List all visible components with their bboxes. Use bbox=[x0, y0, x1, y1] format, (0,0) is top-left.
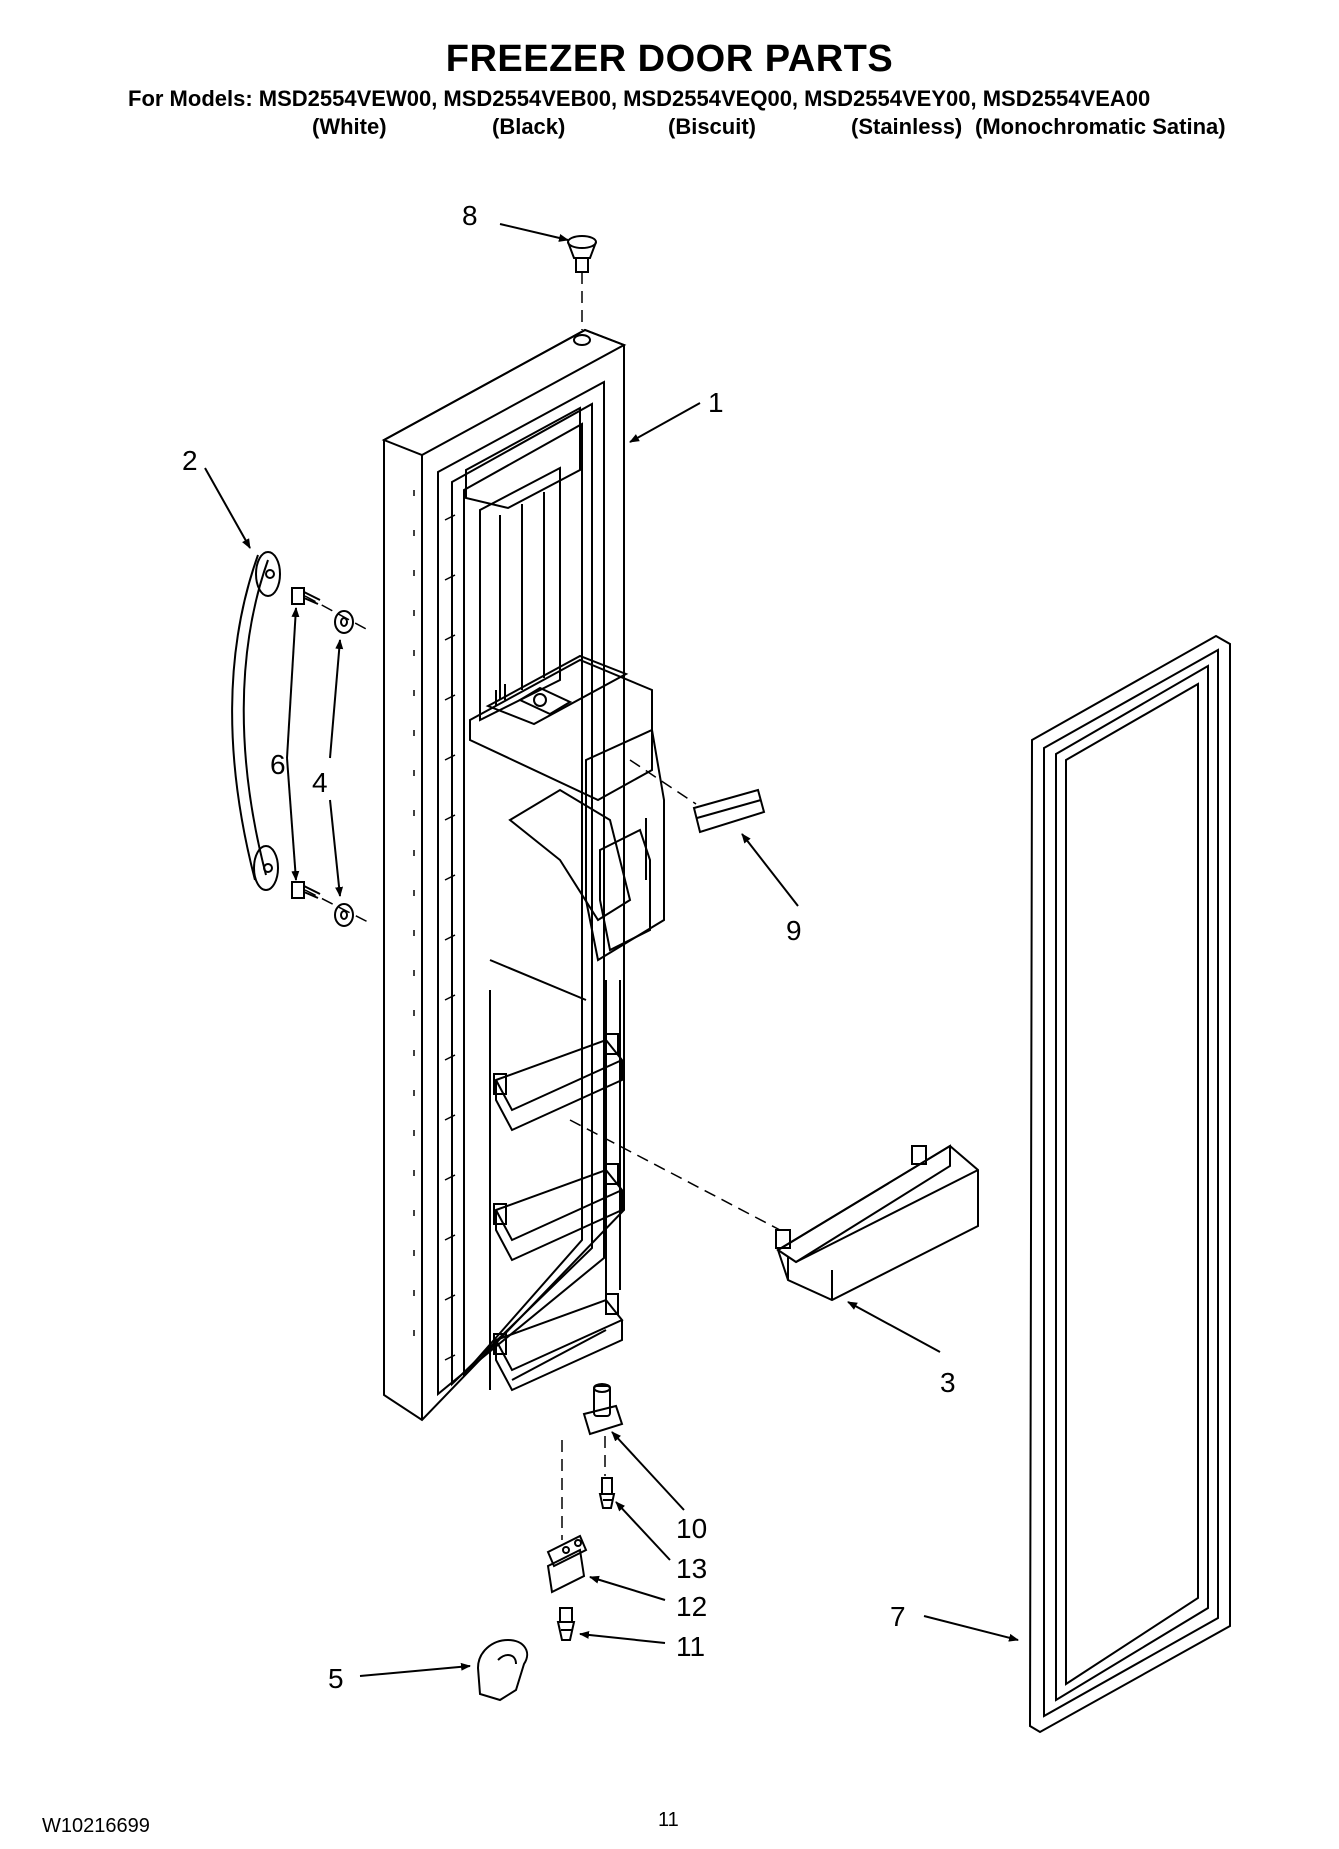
callout-13: 13 bbox=[676, 1553, 707, 1584]
freezer-door-part-1 bbox=[381, 328, 665, 1422]
page-title: FREEZER DOOR PARTS bbox=[445, 38, 894, 80]
spacer-part-4-upper bbox=[334, 610, 354, 634]
spacer-part-4-lower bbox=[334, 903, 354, 927]
callout-11: 11 bbox=[676, 1631, 705, 1662]
variant-biscuit: (Biscuit) bbox=[668, 114, 756, 139]
assembly-lines bbox=[304, 272, 781, 1540]
callout-12: 12 bbox=[676, 1591, 707, 1622]
callout-7: 7 bbox=[890, 1601, 906, 1632]
door-bin-part-3 bbox=[775, 1144, 979, 1302]
leader-arrows bbox=[204, 223, 1019, 1677]
callout-9: 9 bbox=[786, 915, 802, 946]
callout-6: 6 bbox=[270, 749, 286, 780]
gasket-channel-ticks bbox=[444, 514, 456, 1361]
hinge-pin-part-10 bbox=[582, 1383, 624, 1436]
variant-stainless: (Stainless) bbox=[851, 114, 963, 139]
callout-8: 8 bbox=[462, 200, 478, 231]
dispenser-trim-part-9 bbox=[692, 788, 766, 834]
variant-white: (White) bbox=[312, 114, 387, 139]
hinge-plate-part-12 bbox=[546, 1534, 588, 1594]
handle-screw-part-6-upper bbox=[291, 587, 321, 605]
screw-part-11 bbox=[556, 1607, 576, 1641]
hinge-bushing-part-8 bbox=[567, 235, 597, 273]
handle-screw-part-6-lower bbox=[291, 881, 321, 899]
callout-4: 4 bbox=[312, 767, 328, 798]
callout-2: 2 bbox=[182, 445, 198, 476]
document-number: W10216699 bbox=[42, 1815, 150, 1837]
variant-black: (Black) bbox=[492, 114, 566, 139]
callout-1: 1 bbox=[708, 387, 724, 418]
variant-monochromatic-satina: (Monochromatic Satina) bbox=[975, 114, 1226, 139]
door-handle-part-2 bbox=[231, 551, 281, 891]
hinge-cover-part-5 bbox=[476, 1638, 529, 1702]
screw-part-13 bbox=[598, 1477, 616, 1509]
page-number: 11 bbox=[658, 1809, 679, 1831]
callout-3: 3 bbox=[940, 1367, 956, 1398]
callout-5: 5 bbox=[328, 1663, 344, 1694]
models-line: For Models: MSD2554VEW00, MSD2554VEB00, … bbox=[128, 86, 1151, 111]
callout-10: 10 bbox=[676, 1513, 707, 1544]
door-gasket-part-7 bbox=[1028, 634, 1231, 1734]
